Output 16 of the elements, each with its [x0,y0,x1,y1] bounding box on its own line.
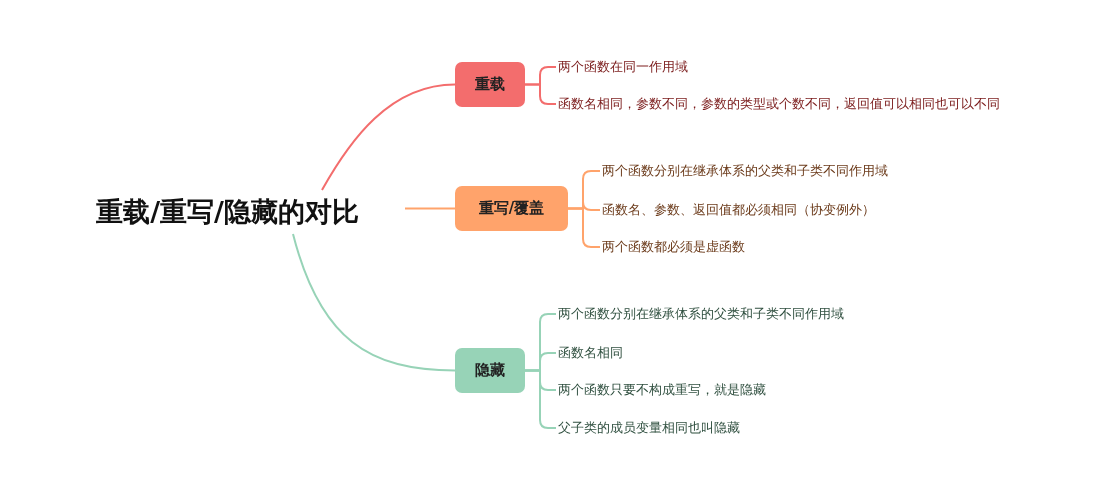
topic-box: 隐藏 [455,348,525,393]
branch-text: 两个函数在同一作用域 [558,58,688,76]
branch-text: 两个函数分别在继承体系的父类和子类不同作用域 [558,305,844,323]
branch-line [404,207,456,210]
topic-box: 重载 [455,62,525,107]
branch-text: 函数名、参数、返回值都必须相同（协变例外） [602,201,875,219]
topic-box: 重写/覆盖 [455,186,568,231]
branch-text: 两个函数只要不构成重写，就是隐藏 [558,381,766,399]
branch-text: 函数名相同 [558,344,623,362]
branch-text: 父子类的成员变量相同也叫隐藏 [558,419,740,437]
branch-line [292,233,456,372]
central-topic: 重载/重写/隐藏的对比 [80,190,375,234]
branch-text: 两个函数都必须是虚函数 [602,238,745,256]
branch-text: 两个函数分别在继承体系的父类和子类不同作用域 [602,162,888,180]
branch-text: 函数名相同，参数不同，参数的类型或个数不同，返回值可以相同也可以不同 [558,95,1000,113]
branch-line [321,83,456,191]
